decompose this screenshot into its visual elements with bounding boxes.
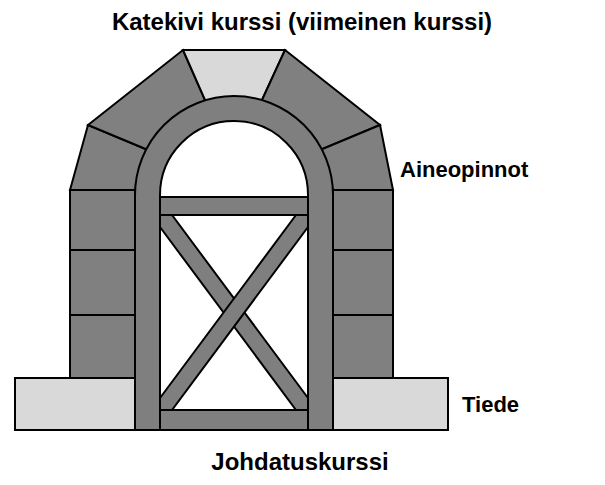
arch-label: Aineopinnot — [400, 158, 528, 182]
column-stone — [333, 190, 393, 250]
column-stone — [333, 315, 393, 378]
door-crossbar — [160, 410, 308, 430]
column-stone — [70, 250, 135, 315]
base-slab — [333, 378, 448, 430]
column-stone — [70, 190, 135, 250]
arch-label: Katekivi kurssi (viimeinen kurssi) — [112, 9, 492, 35]
door-brace — [160, 215, 308, 410]
column-stone — [333, 250, 393, 315]
door-crossbar — [160, 197, 308, 215]
door-frame — [135, 96, 333, 430]
door-brace — [160, 215, 308, 410]
arch-label: Johdatuskurssi — [211, 449, 388, 475]
base-slab — [15, 378, 135, 430]
arch-label: Tiede — [462, 393, 519, 417]
column-stone — [70, 315, 135, 378]
